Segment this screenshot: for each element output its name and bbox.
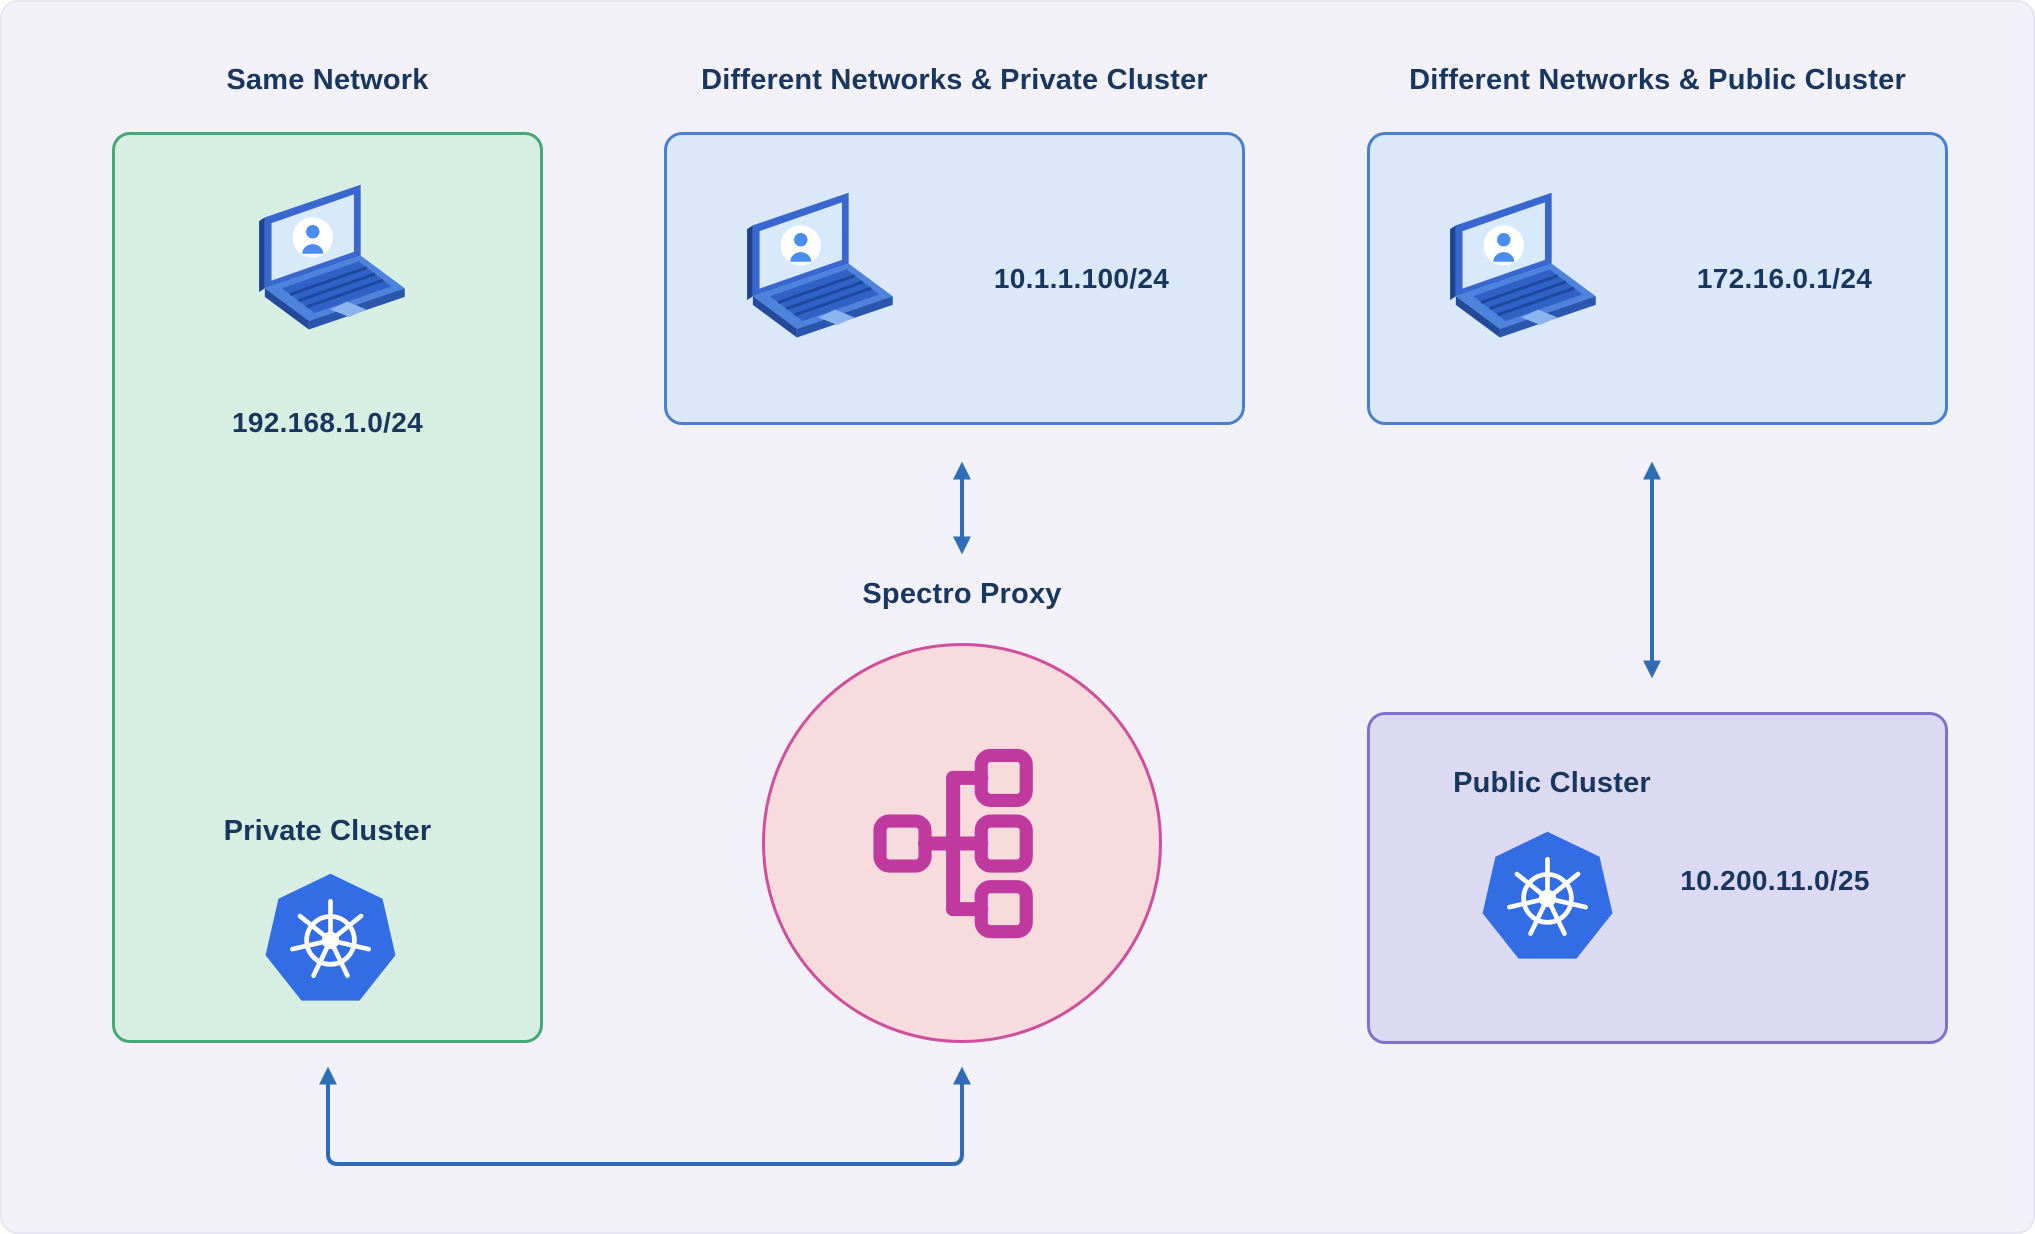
- network-topology-icon: [850, 731, 1075, 956]
- public-cluster-label: Public Cluster: [1453, 767, 1651, 799]
- arrow-proxy-to-private-cluster: [319, 1066, 971, 1166]
- different-networks-public-ip: 172.16.0.1/24: [1696, 262, 1873, 294]
- laptop-user-icon: [1406, 183, 1636, 375]
- section-title-different-private: Different Networks & Private Cluster: [701, 64, 1208, 96]
- same-network-panel: 192.168.1.0/24 Private Cluster: [112, 132, 543, 1043]
- section-title-same-network: Same Network: [226, 64, 429, 96]
- public-cluster-ip: 10.200.11.0/25: [1680, 865, 1870, 896]
- public-cluster-panel: Public Cluster 10.200.11.0/25: [1367, 712, 1948, 1044]
- laptop-user-icon: [703, 183, 933, 375]
- kubernetes-icon: [1475, 823, 1620, 968]
- spectro-proxy-label: Spectro Proxy: [862, 578, 1062, 610]
- section-title-different-public: Different Networks & Public Cluster: [1409, 64, 1906, 96]
- different-networks-public-panel: 172.16.0.1/24: [1367, 132, 1948, 425]
- private-cluster-label: Private Cluster: [223, 815, 432, 847]
- different-networks-private-panel: 10.1.1.100/24: [664, 132, 1245, 425]
- different-networks-private-ip: 10.1.1.100/24: [993, 262, 1170, 294]
- spectro-proxy-node: [762, 643, 1162, 1043]
- laptop-user-icon: [215, 175, 445, 367]
- kubernetes-icon: [258, 865, 403, 1010]
- same-network-ip: 192.168.1.0/24: [231, 407, 424, 438]
